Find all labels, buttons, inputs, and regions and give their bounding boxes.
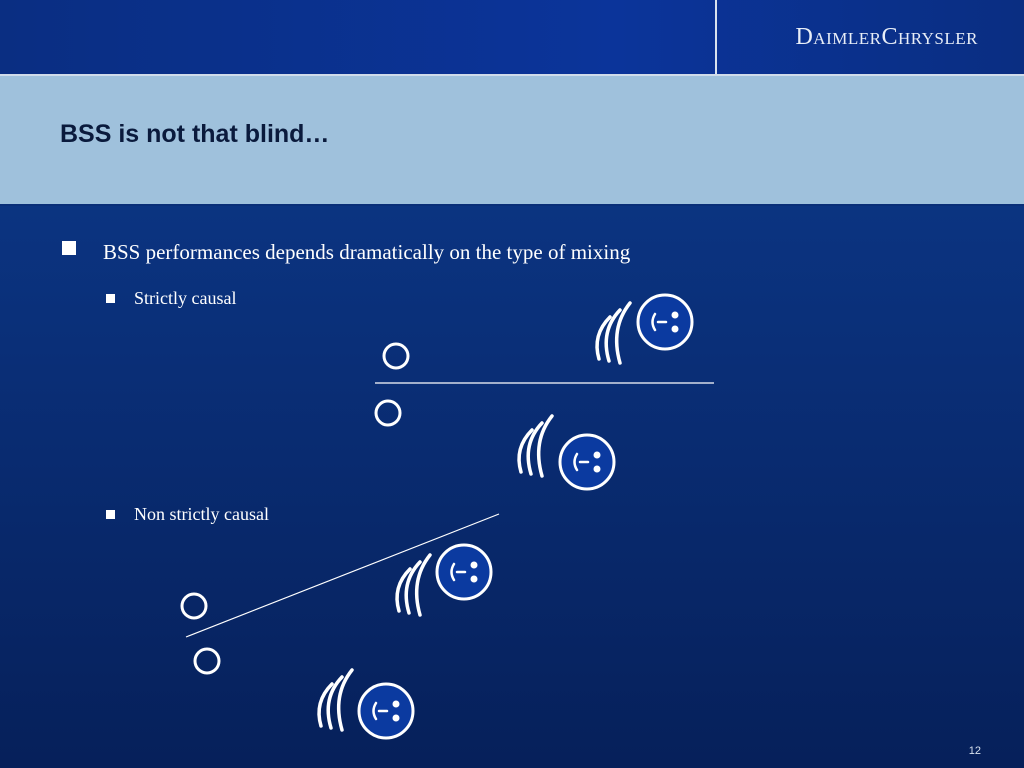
bullet-text-non-strictly-causal: Non strictly causal [134,504,269,524]
divider-line-non-strictly-causal [185,513,500,638]
speaker-face-icon [435,543,493,601]
sound-wave-icon [317,668,354,732]
bullet-square-strictly-causal [106,294,115,303]
sound-wave-icon [595,301,632,365]
microphone-icon [382,342,410,370]
top-bar-divider [715,0,717,74]
brand-logo-text: DaimlerChrysler [795,24,978,50]
microphone-icon [374,399,402,427]
speaker-face-icon [558,433,616,491]
speaker-face-icon [636,293,694,351]
sound-wave-icon [395,553,432,617]
page-title: BSS is not that blind… [60,120,330,148]
bullet-text-strictly-causal: Strictly causal [134,288,237,308]
title-band: BSS is not that blind… [0,76,1024,206]
top-bar: DaimlerChrysler [0,0,1024,76]
bullet-text-main: BSS performances depends dramatically on… [103,240,631,264]
sound-wave-icon [517,414,554,478]
speaker-face-icon [357,682,415,740]
page-number: 12 [968,745,981,757]
microphone-icon [180,592,208,620]
bullet-square-non-strictly-causal [106,510,115,519]
bullet-square-main [62,241,76,255]
microphone-icon [193,647,221,675]
